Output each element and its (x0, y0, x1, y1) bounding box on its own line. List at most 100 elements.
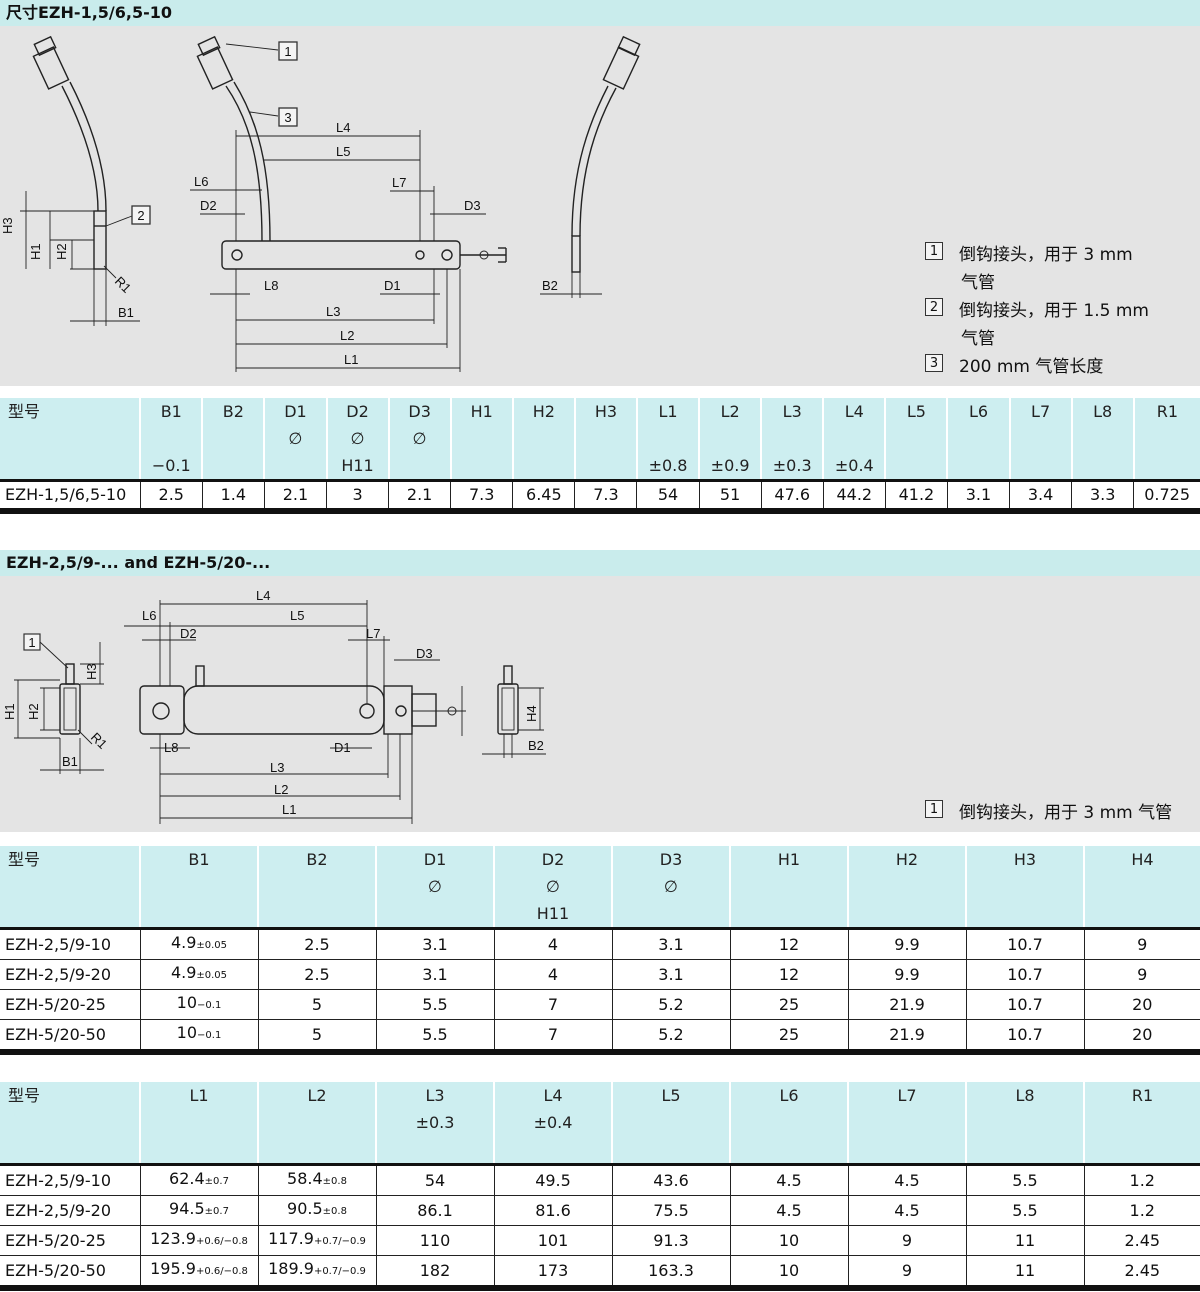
col-header-l5: L5 (884, 398, 948, 481)
value-cell: 4.5 (729, 1195, 848, 1226)
value-cell: 4 (493, 927, 612, 960)
value-cell: 94.5±0.7 (139, 1195, 258, 1226)
dim2-L3: L3 (270, 760, 284, 775)
value-cell: 101 (493, 1225, 612, 1256)
value-cell: 3.1 (946, 479, 1010, 514)
value-cell: 189.9+0.7/−0.9 (257, 1255, 376, 1291)
col-header-l3: L3±0.3 (760, 398, 824, 481)
value-cell: 25 (729, 1019, 848, 1055)
value-cell: 91.3 (611, 1225, 730, 1256)
value-cell: 7 (493, 989, 612, 1020)
model-cell: EZH-5/20-25 (0, 989, 140, 1020)
value-cell: 1.4 (201, 479, 265, 514)
col-header-h1: H1 (449, 398, 513, 481)
dim-H2: H2 (54, 243, 69, 260)
dim2-H2: H2 (26, 703, 41, 720)
front-view-2 (124, 600, 466, 824)
value-cell: 62.4±0.7 (139, 1163, 258, 1196)
value-cell: 10−0.1 (139, 1019, 258, 1055)
value-cell: 5.5 (375, 989, 494, 1020)
front-view (190, 35, 507, 372)
value-cell: 54 (375, 1163, 494, 1196)
value-cell: 5.5 (965, 1163, 1084, 1196)
value-cell: 21.9 (847, 989, 966, 1020)
value-cell: 3.3 (1071, 479, 1134, 514)
model-cell: EZH-2,5/9-10 (0, 927, 140, 960)
value-cell: 58.4±0.8 (257, 1163, 376, 1196)
value-cell: 5.2 (611, 1019, 730, 1055)
value-cell: 2.45 (1083, 1225, 1200, 1256)
value-cell: 2.5 (257, 959, 376, 990)
value-cell: 4 (493, 959, 612, 990)
value-cell: 3.4 (1009, 479, 1072, 514)
col-header-d2: D2∅H11 (493, 846, 612, 929)
model-cell: EZH-5/20-25 (0, 1225, 140, 1256)
value-cell: 195.9+0.6/−0.8 (139, 1255, 258, 1291)
dim-B1: B1 (118, 305, 134, 320)
value-cell: 6.45 (512, 479, 575, 514)
value-cell: 4.9±0.05 (139, 927, 258, 960)
dim2-D2: D2 (180, 626, 197, 641)
dim-L6: L6 (194, 174, 208, 189)
side-view-left (20, 35, 140, 326)
col-header-d2: D2∅H11 (325, 398, 389, 481)
value-cell: 9.9 (847, 927, 966, 960)
col-header-model: 型号 (0, 1082, 140, 1165)
legend-item-1-cont: 气管 (961, 273, 995, 293)
model-cell: EZH-5/20-50 (0, 1255, 140, 1291)
value-cell: 3.1 (375, 959, 494, 990)
col-header-h2: H2 (511, 398, 575, 481)
col-header-d3: D3∅ (387, 398, 451, 481)
dim-L1: L1 (344, 352, 358, 367)
col-header-l6: L6 (729, 1082, 848, 1165)
dim-D1: D1 (384, 278, 401, 293)
value-cell: 10.7 (965, 927, 1084, 960)
value-cell: 5.2 (611, 989, 730, 1020)
col-header-b1: B1 (139, 846, 258, 929)
dim-L4: L4 (336, 120, 350, 135)
dim-D2: D2 (200, 198, 217, 213)
value-cell: 7.3 (574, 479, 637, 514)
value-cell: 5.5 (375, 1019, 494, 1055)
model-cell: EZH-5/20-50 (0, 1019, 140, 1055)
col-header-l7: L7 (847, 1082, 966, 1165)
value-cell: 2.5 (257, 927, 376, 960)
value-cell: 54 (636, 479, 700, 514)
value-cell: 44.2 (822, 479, 886, 514)
section2-drawing-svg: 1 H1 H2 H3 R1 B1 L4 L5 L6 D2 L7 D3 L8 D1… (2, 588, 546, 824)
col-header-r1: R1 (1132, 398, 1200, 481)
callout-2: 2 (137, 208, 144, 223)
value-cell: 86.1 (375, 1195, 494, 1226)
value-cell: 11 (965, 1225, 1084, 1256)
value-cell: 4.9±0.05 (139, 959, 258, 990)
callout-1: 1 (284, 44, 291, 59)
value-cell: 9 (847, 1225, 966, 1256)
dim2-L5: L5 (290, 608, 304, 623)
model-cell: EZH-2,5/9-20 (0, 959, 140, 990)
value-cell: 2.45 (1083, 1255, 1200, 1291)
col-header-model: 型号 (0, 398, 141, 481)
col-header-b2: B2 (201, 398, 265, 481)
model-cell: EZH-2,5/9-20 (0, 1195, 140, 1226)
dim2-L8: L8 (164, 740, 178, 755)
model-cell: EZH-2,5/9-10 (0, 1163, 140, 1196)
value-cell: 10.7 (965, 1019, 1084, 1055)
dim2-H3: H3 (84, 663, 99, 680)
dim-H1: H1 (28, 243, 43, 260)
col-header-l2: L2 (257, 1082, 376, 1165)
value-cell: 117.9+0.7/−0.9 (257, 1225, 376, 1256)
callout-3: 3 (284, 110, 291, 125)
col-header-r1: R1 (1083, 1082, 1200, 1165)
value-cell: 10.7 (965, 989, 1084, 1020)
col-header-l5: L5 (611, 1082, 730, 1165)
dim2-B2: B2 (528, 738, 544, 753)
dim2-L4: L4 (256, 588, 270, 603)
